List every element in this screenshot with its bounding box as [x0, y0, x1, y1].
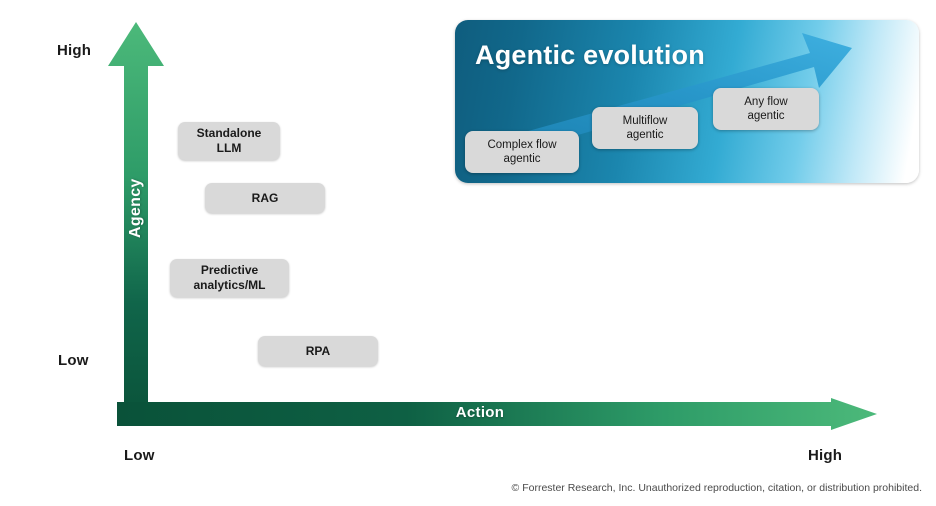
capability-box-rag[interactable]: RAG: [205, 183, 325, 213]
agentic-evolution-arrow: [485, 33, 852, 160]
y-axis-high-label: High: [57, 42, 92, 59]
agentic-stage-multiflow[interactable]: Multiflow agentic: [592, 107, 698, 149]
y-axis-low-label: Low: [58, 352, 89, 369]
capability-box-text: Standalone LLM: [196, 126, 262, 155]
agency-axis-arrow: [108, 22, 164, 425]
capability-box-standalone-llm[interactable]: Standalone LLM: [178, 122, 280, 160]
agentic-stage-complex-flow[interactable]: Complex flow agentic: [465, 131, 579, 173]
agentic-stage-any-flow[interactable]: Any flow agentic: [713, 88, 819, 130]
agentic-panel-title: Agentic evolution: [475, 40, 705, 70]
agentic-stage-text: Any flow agentic: [744, 96, 788, 122]
capability-box-rpa[interactable]: RPA: [258, 336, 378, 366]
copyright-footer: © Forrester Research, Inc. Unauthorized …: [511, 482, 922, 494]
x-axis-high-label: High: [808, 447, 843, 464]
agentic-stage-text: Multiflow agentic: [622, 115, 668, 141]
capability-box-predictive-analytics-ml[interactable]: Predictive analytics/ML: [170, 259, 289, 297]
capability-box-text: RPA: [305, 343, 331, 358]
action-axis-arrow: [117, 398, 877, 430]
x-axis-low-label: Low: [124, 447, 155, 464]
agentic-stage-text: Complex flow agentic: [487, 139, 557, 165]
capability-box-text: Predictive analytics/ML: [193, 263, 266, 292]
agentic-evolution-panel: Agentic evolution Complex flow agentic M…: [455, 20, 919, 183]
capability-box-text: RAG: [251, 190, 279, 205]
